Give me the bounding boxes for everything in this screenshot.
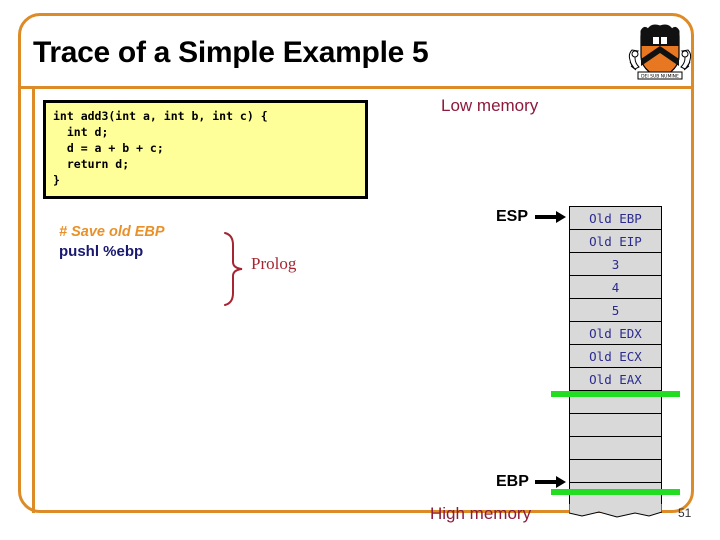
stack-cell xyxy=(570,414,661,437)
stack-cell: 4 xyxy=(570,276,661,299)
esp-arrow-icon xyxy=(535,210,567,224)
page-title: Trace of a Simple Example 5 xyxy=(33,36,429,69)
stack-cell: 3 xyxy=(570,253,661,276)
svg-text:DEI SUB NUMINE: DEI SUB NUMINE xyxy=(641,74,679,80)
stack-cell: 5 xyxy=(570,299,661,322)
high-memory-label: High memory xyxy=(430,504,532,523)
green-line-bottom xyxy=(551,489,680,495)
code-snippet-box: int add3(int a, int b, int c) { int d; d… xyxy=(43,100,368,199)
prolog-group-label: Prolog xyxy=(251,254,297,273)
green-line-top xyxy=(551,391,680,397)
ebp-arrow-icon xyxy=(535,475,567,489)
frame-inner-vertical-line xyxy=(32,86,35,513)
stack-cell xyxy=(570,437,661,460)
right-curly-brace xyxy=(222,231,248,307)
ebp-pointer-label: EBP xyxy=(496,473,529,490)
stack-cell: Old ECX xyxy=(570,345,661,368)
stack-cell: Old EDX xyxy=(570,322,661,345)
stack-cell: Old EBP xyxy=(570,207,661,230)
stack-cell: Old EIP xyxy=(570,230,661,253)
low-memory-label: Low memory xyxy=(441,96,539,115)
assembly-comment: # Save old EBP xyxy=(59,224,165,240)
stack-torn-bottom-edge xyxy=(568,504,663,518)
princeton-shield-logo: DEI SUB NUMINE xyxy=(626,22,694,84)
slide-frame-border xyxy=(18,13,694,513)
assembly-instruction: pushl %ebp xyxy=(59,243,144,260)
slide-number: 51 xyxy=(678,506,692,520)
title-divider-rule xyxy=(21,86,694,89)
esp-pointer-label: ESP xyxy=(496,208,529,225)
stack-cell xyxy=(570,460,661,483)
stack-cell: Old EAX xyxy=(570,368,661,391)
